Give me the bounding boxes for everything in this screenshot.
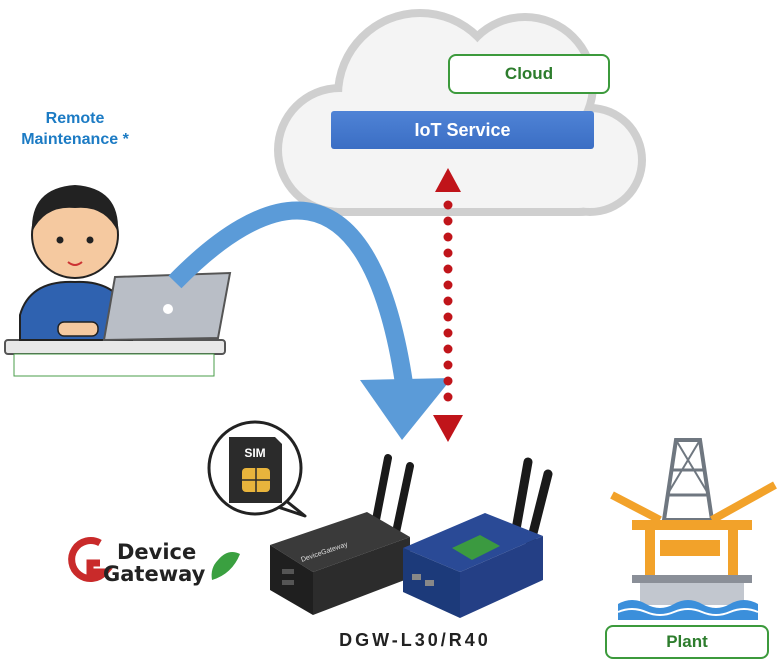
- remote-label-line2: Maintenance *: [21, 131, 129, 148]
- cloud-label: Cloud: [448, 54, 610, 94]
- remote-maintenance-label: Remote Maintenance *: [0, 108, 150, 150]
- plant-label: Plant: [605, 625, 769, 659]
- model-label: DGW-L30/R40: [339, 630, 491, 650]
- logo-text-device: Device: [117, 540, 197, 564]
- sim-label: SIM: [244, 446, 266, 460]
- oil-platform: [610, 438, 777, 620]
- remote-label-line1: Remote: [45, 110, 105, 127]
- logo-text-gateway: Gateway: [103, 562, 206, 586]
- remote-access-arrow: [168, 201, 452, 440]
- data-link-arrow: [433, 168, 463, 442]
- device-gateway-logo: [68, 537, 240, 582]
- device-black: [270, 454, 414, 615]
- iot-service-bar: IoT Service: [331, 111, 594, 149]
- device-blue: [403, 457, 553, 618]
- remote-user-illustration: [4, 185, 232, 377]
- sim-bubble: [207, 420, 307, 518]
